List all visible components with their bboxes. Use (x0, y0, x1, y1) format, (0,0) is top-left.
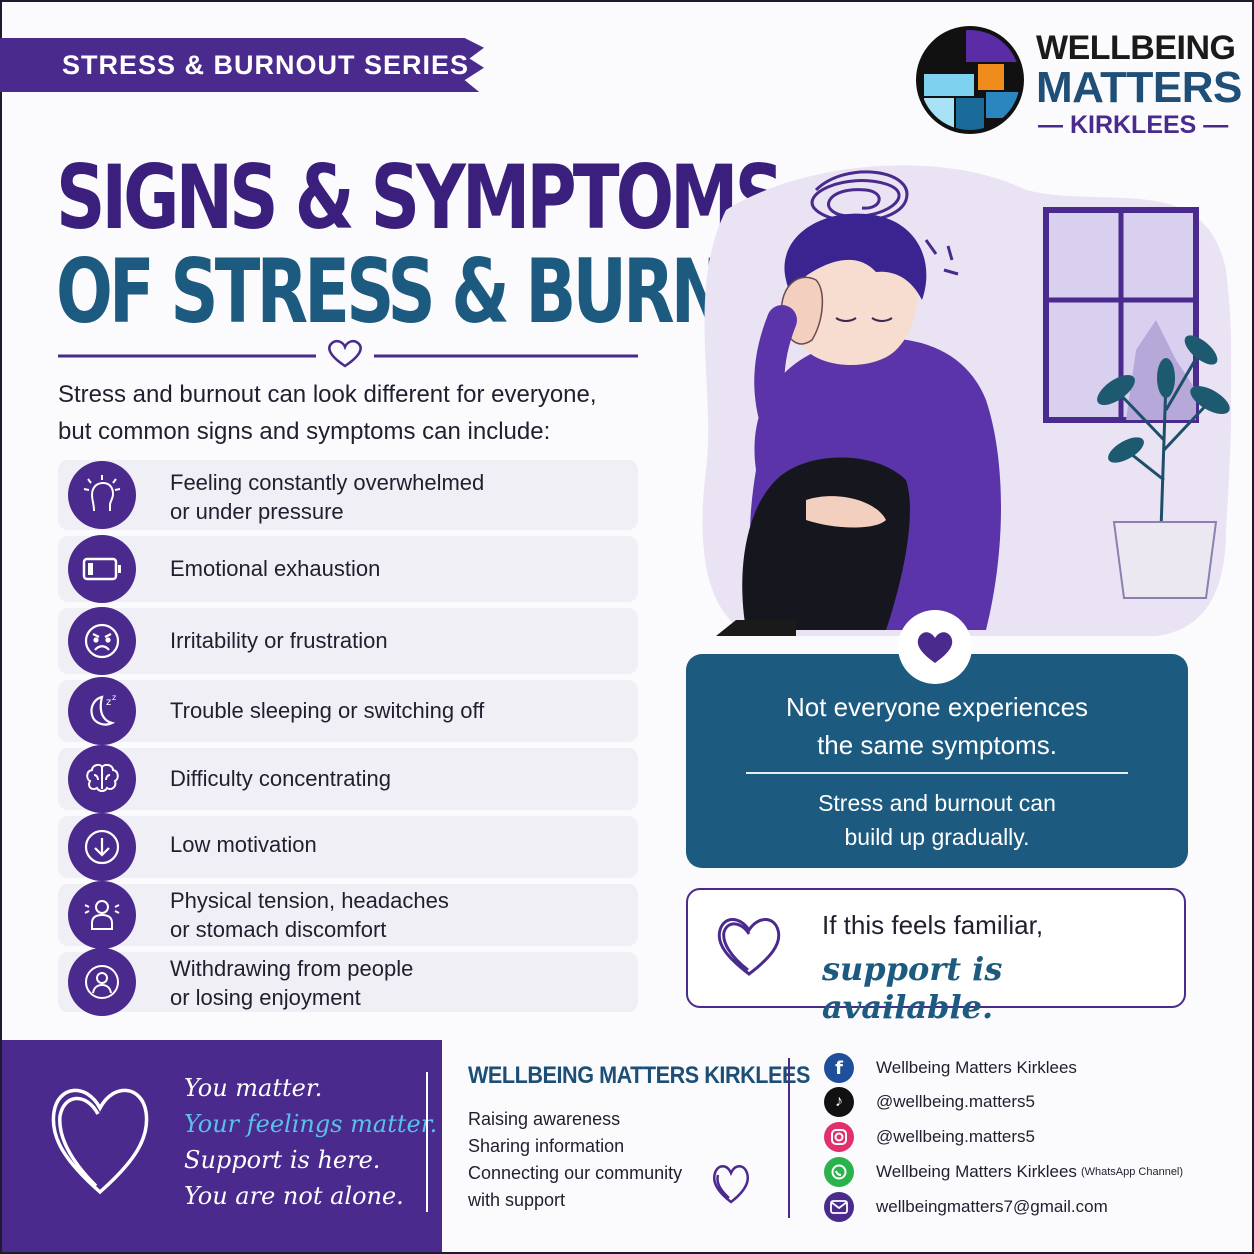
svg-text:z: z (106, 697, 111, 708)
contact-whatsapp[interactable]: Wellbeing Matters Kirklees (WhatsApp Cha… (824, 1156, 1183, 1188)
series-banner: STRESS & BURNOUT SERIES (0, 38, 484, 92)
symptom-label: Withdrawing from people or losing enjoym… (170, 956, 414, 1010)
contact-instagram[interactable]: @wellbeing.matters5 (824, 1121, 1035, 1153)
info-sub-text: Stress and burnout can build up graduall… (818, 790, 1056, 850)
list-item: Physical tension, headaches or stomach d… (58, 881, 638, 949)
svg-text:z: z (112, 693, 116, 702)
whatsapp-icon (824, 1157, 854, 1187)
logo: WELLBEING MATTERS — KIRKLEES — (916, 26, 1242, 139)
symptom-label: Difficulty concentrating (170, 766, 391, 791)
brain-icon (68, 745, 136, 813)
info-main-text: Not everyone experiences the same sympto… (785, 692, 1089, 760)
support-box: If this feels familiar, support is avail… (686, 888, 1186, 1026)
symptom-label: Trouble sleeping or switching off (170, 698, 485, 723)
intro-line1: Stress and burnout can look different fo… (58, 381, 597, 408)
footer-org-title: WELLBEING MATTERS KIRKLEES (468, 1062, 810, 1089)
support-line1: If this feels familiar, (822, 910, 1044, 940)
email-icon (824, 1192, 854, 1222)
list-item: Difficulty concentrating (58, 745, 638, 813)
support-line2: support is available. (822, 950, 1003, 1026)
tense-person-icon (68, 881, 136, 949)
scribble-heart-icon (717, 918, 781, 976)
down-arrow-icon (68, 813, 136, 881)
list-item: Feeling constantly overwhelmed or under … (58, 460, 638, 530)
stressed-person-illustration (702, 165, 1231, 636)
footer-divider (426, 1072, 428, 1212)
logo-mark-icon (916, 26, 1024, 134)
logo-line-wellbeing: WELLBEING (1036, 29, 1236, 67)
list-item: Low motivation (58, 813, 638, 881)
list-item: z z Trouble sleeping or switching off (58, 677, 638, 745)
list-item: Withdrawing from people or losing enjoym… (58, 948, 638, 1016)
moon-sleep-icon: z z (68, 677, 136, 745)
footer-affirmations-panel: You matter. Your feelings matter. Suppor… (2, 1040, 442, 1252)
logo-line-matters: MATTERS (1036, 63, 1242, 112)
person-withdraw-icon (68, 948, 136, 1016)
facebook-icon: f (824, 1053, 854, 1083)
scribble-heart-icon (51, 1088, 149, 1195)
info-box: Not everyone experiences the same sympto… (686, 654, 1188, 868)
intro-line2: but common signs and symptoms can includ… (58, 418, 551, 445)
footer-org-block: WELLBEING MATTERS KIRKLEES Raising aware… (468, 1062, 810, 1210)
intro-text: Stress and burnout can look different fo… (58, 376, 658, 450)
series-banner-label: STRESS & BURNOUT SERIES (62, 49, 470, 80)
symptom-label: Feeling constantly overwhelmed or under … (170, 470, 485, 524)
page-title-line1: SIGNS & SYMPTOMS (56, 146, 784, 249)
symptom-label: Low motivation (170, 832, 317, 857)
list-item: Irritability or frustration (58, 607, 638, 675)
contact-facebook[interactable]: f Wellbeing Matters Kirklees (824, 1052, 1077, 1084)
symptom-label: Physical tension, headaches or stomach d… (170, 888, 449, 942)
symptom-label: Emotional exhaustion (170, 556, 381, 581)
instagram-icon (824, 1122, 854, 1152)
title-divider (58, 339, 638, 368)
info-divider (746, 772, 1128, 774)
contact-email[interactable]: wellbeingmatters7@gmail.com (824, 1191, 1108, 1223)
affirmation-list: You matter. Your feelings matter. Suppor… (184, 1074, 438, 1210)
divider-heart-icon (328, 339, 362, 368)
list-item: Emotional exhaustion (58, 535, 638, 603)
symptom-label: Irritability or frustration (170, 628, 388, 653)
footer-divider (788, 1058, 790, 1218)
small-heart-icon (713, 1165, 749, 1204)
contact-tiktok[interactable]: ♪ @wellbeing.matters5 (824, 1086, 1035, 1118)
low-battery-icon (68, 535, 136, 603)
frustrated-face-icon (68, 607, 136, 675)
logo-line-kirklees: — KIRKLEES — (1038, 111, 1229, 139)
heart-badge (898, 610, 972, 684)
tiktok-icon: ♪ (824, 1087, 854, 1117)
overwhelmed-head-icon (68, 461, 136, 529)
heart-icon (917, 632, 953, 663)
